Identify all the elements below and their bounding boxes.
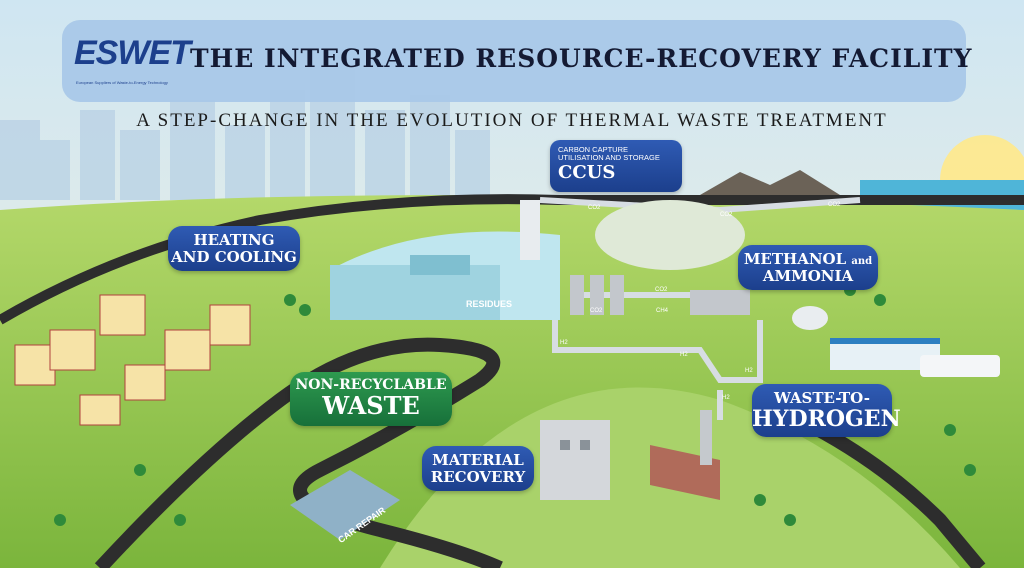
ammonia-word: AMMONIA [762, 266, 854, 285]
pipe-tag: CO2 [655, 287, 668, 293]
label-ccus: CARBON CAPTURE UTILISATION AND STORAGE C… [550, 140, 682, 192]
hydrogen-station [830, 338, 1000, 377]
residues-label: RESIDUES [466, 299, 513, 309]
pipe-tag: CO2 [590, 308, 603, 314]
ccus-line1: CARBON CAPTURE [558, 145, 629, 154]
page-title: THE INTEGRATED RESOURCE-RECOVERY FACILIT… [190, 44, 973, 73]
road-curvy [94, 337, 503, 568]
title-banner [62, 20, 966, 102]
pipe-tag: H2 [680, 352, 688, 358]
label-heating-cooling: HEATING AND COOLING [168, 226, 300, 271]
recycling-building [540, 420, 610, 500]
storage-dome [792, 306, 828, 330]
recovery-line: RECOVERY [430, 467, 526, 486]
logo-wordmark: ESWET [74, 34, 191, 72]
houses [14, 294, 251, 426]
waste-to-line: WASTE-TO- [774, 389, 870, 407]
non-recyclable-line: NON-RECYCLABLE [295, 377, 447, 393]
label-waste-to-hydrogen: WASTE-TO- HYDROGEN [752, 384, 901, 437]
waste-line: WASTE [322, 391, 420, 421]
label-methanol-ammonia: METHANOL and AMMONIA [738, 245, 878, 290]
and-word: and [851, 256, 873, 267]
label-material-recovery: MATERIAL RECOVERY [422, 446, 534, 491]
ccus-line2: UTILISATION AND STORAGE [558, 153, 660, 163]
greenhouse-area [595, 200, 745, 270]
car-repair-building [290, 470, 400, 540]
mountains [700, 170, 840, 195]
pipe-tag: CO2 [720, 212, 733, 218]
pipe-tag: H2 [722, 395, 730, 401]
methanol-line: METHANOL and [738, 251, 878, 268]
road-main [0, 194, 1024, 325]
label-heating-line2: AND COOLING [171, 247, 297, 266]
label-heating-line1: HEATING [193, 231, 275, 249]
eswet-logo: ESWET European Suppliers of Waste-to-Ene… [74, 34, 191, 90]
pipe-tag: CO2 [828, 202, 841, 208]
pipe-tag: CH4 [656, 308, 669, 314]
ccus-acronym: CCUS [558, 161, 616, 183]
material-line: MATERIAL [432, 451, 524, 469]
hydrogen-line: HYDROGEN [752, 405, 901, 432]
storage-silos [570, 275, 750, 315]
label-non-recyclable-waste: NON-RECYCLABLE WASTE [290, 372, 452, 426]
industrial-plant [650, 410, 720, 500]
city-skyline [0, 70, 490, 200]
pipe-tag: CO2 [588, 205, 601, 211]
logo-tagline: European Suppliers of Waste-to-Energy Te… [76, 80, 168, 85]
methanol-word: METHANOL [743, 250, 847, 268]
waste-to-energy-plant [330, 200, 560, 320]
pipe-tag: H2 [745, 368, 753, 374]
pipe-tag: H2 [560, 340, 568, 346]
page-subtitle: A STEP-CHANGE IN THE EVOLUTION OF THERMA… [136, 110, 888, 131]
